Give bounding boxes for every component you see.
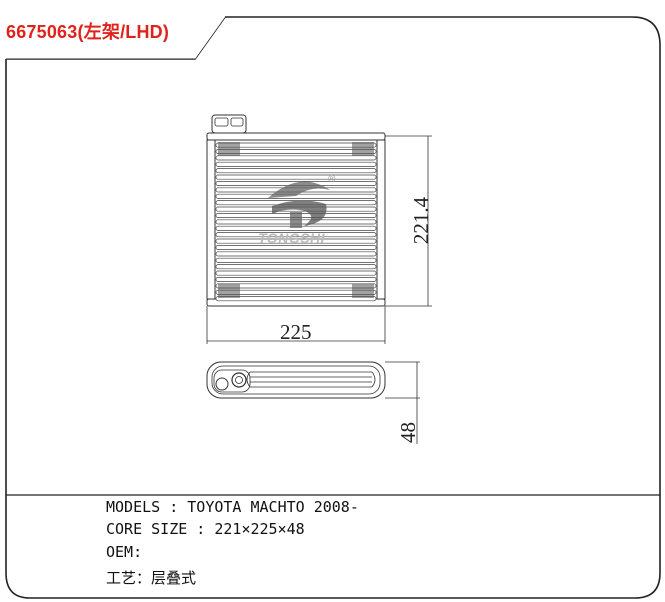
corner-fin-tr	[352, 142, 374, 156]
front-view	[206, 114, 386, 307]
left-side-plate	[206, 139, 216, 300]
spec-core-size-value: 221×225×48	[214, 520, 305, 538]
core-tube	[215, 277, 377, 282]
core-tube	[215, 174, 377, 180]
spec-process-sep: ：	[136, 569, 152, 587]
spec-oem-label: OEM	[106, 543, 134, 561]
pipe-fitting-inner	[214, 117, 229, 127]
dimension-height	[385, 135, 432, 307]
core-tube	[215, 270, 377, 276]
bottom-view	[206, 361, 386, 399]
spec-process-label: 工艺	[106, 569, 137, 587]
dimension-width	[206, 306, 386, 344]
fitting-circle-2	[231, 372, 247, 388]
registered-mark: ®	[328, 174, 336, 185]
dimension-depth-label: 48	[396, 422, 420, 443]
spec-models: MODELS : TOYOTA MACHTO 2008-	[106, 498, 359, 516]
top-tank	[206, 132, 386, 141]
core-tube	[215, 257, 377, 263]
header-tab-fill	[2, 16, 215, 46]
bottom-view-body	[206, 361, 386, 399]
dimension-width-label: 225	[280, 320, 312, 344]
logo-text: TONGSHI	[258, 230, 326, 246]
core-tube	[215, 238, 377, 244]
right-side-plate	[376, 139, 386, 300]
spec-oem: OEM:	[106, 543, 142, 561]
core-tube	[215, 264, 377, 270]
corner-fin-tl	[218, 142, 240, 156]
pipe-fitting-inner-2	[230, 117, 244, 127]
spec-process: 工艺：层叠式	[106, 567, 196, 588]
core-tube	[215, 289, 377, 295]
core-tube	[215, 149, 377, 154]
spec-models-value: TOYOTA MACHTO 2008-	[187, 498, 359, 516]
corner-fin-br	[352, 284, 374, 298]
core-tube	[215, 251, 377, 257]
fitting-circle-1	[215, 377, 229, 391]
dimension-height-label: 221.4	[409, 196, 434, 245]
core-tube	[215, 296, 377, 302]
sheet-frame	[5, 16, 661, 599]
core-tube	[215, 232, 377, 238]
spec-oem-sep: :	[133, 543, 143, 561]
spec-models-sep: :	[160, 498, 188, 516]
spec-models-label: MODELS	[106, 498, 161, 516]
spec-core-size: CORE SIZE : 221×225×48	[106, 520, 305, 538]
core-tube	[215, 168, 377, 174]
core-tubes	[215, 142, 377, 302]
core-tube	[215, 142, 377, 148]
corner-fin-bl	[218, 284, 240, 298]
core-tube	[215, 245, 377, 250]
tongshi-logo-icon	[268, 181, 330, 228]
dimension-depth	[385, 361, 420, 444]
core-tube	[215, 155, 377, 161]
spec-core-size-sep: :	[187, 520, 215, 538]
core-tube	[215, 161, 377, 167]
spec-process-value: 层叠式	[151, 569, 197, 587]
core-tube	[215, 283, 377, 289]
spec-core-size-label: CORE SIZE	[106, 520, 188, 538]
part-number-title: 6675063(左架/LHD)	[6, 22, 170, 42]
